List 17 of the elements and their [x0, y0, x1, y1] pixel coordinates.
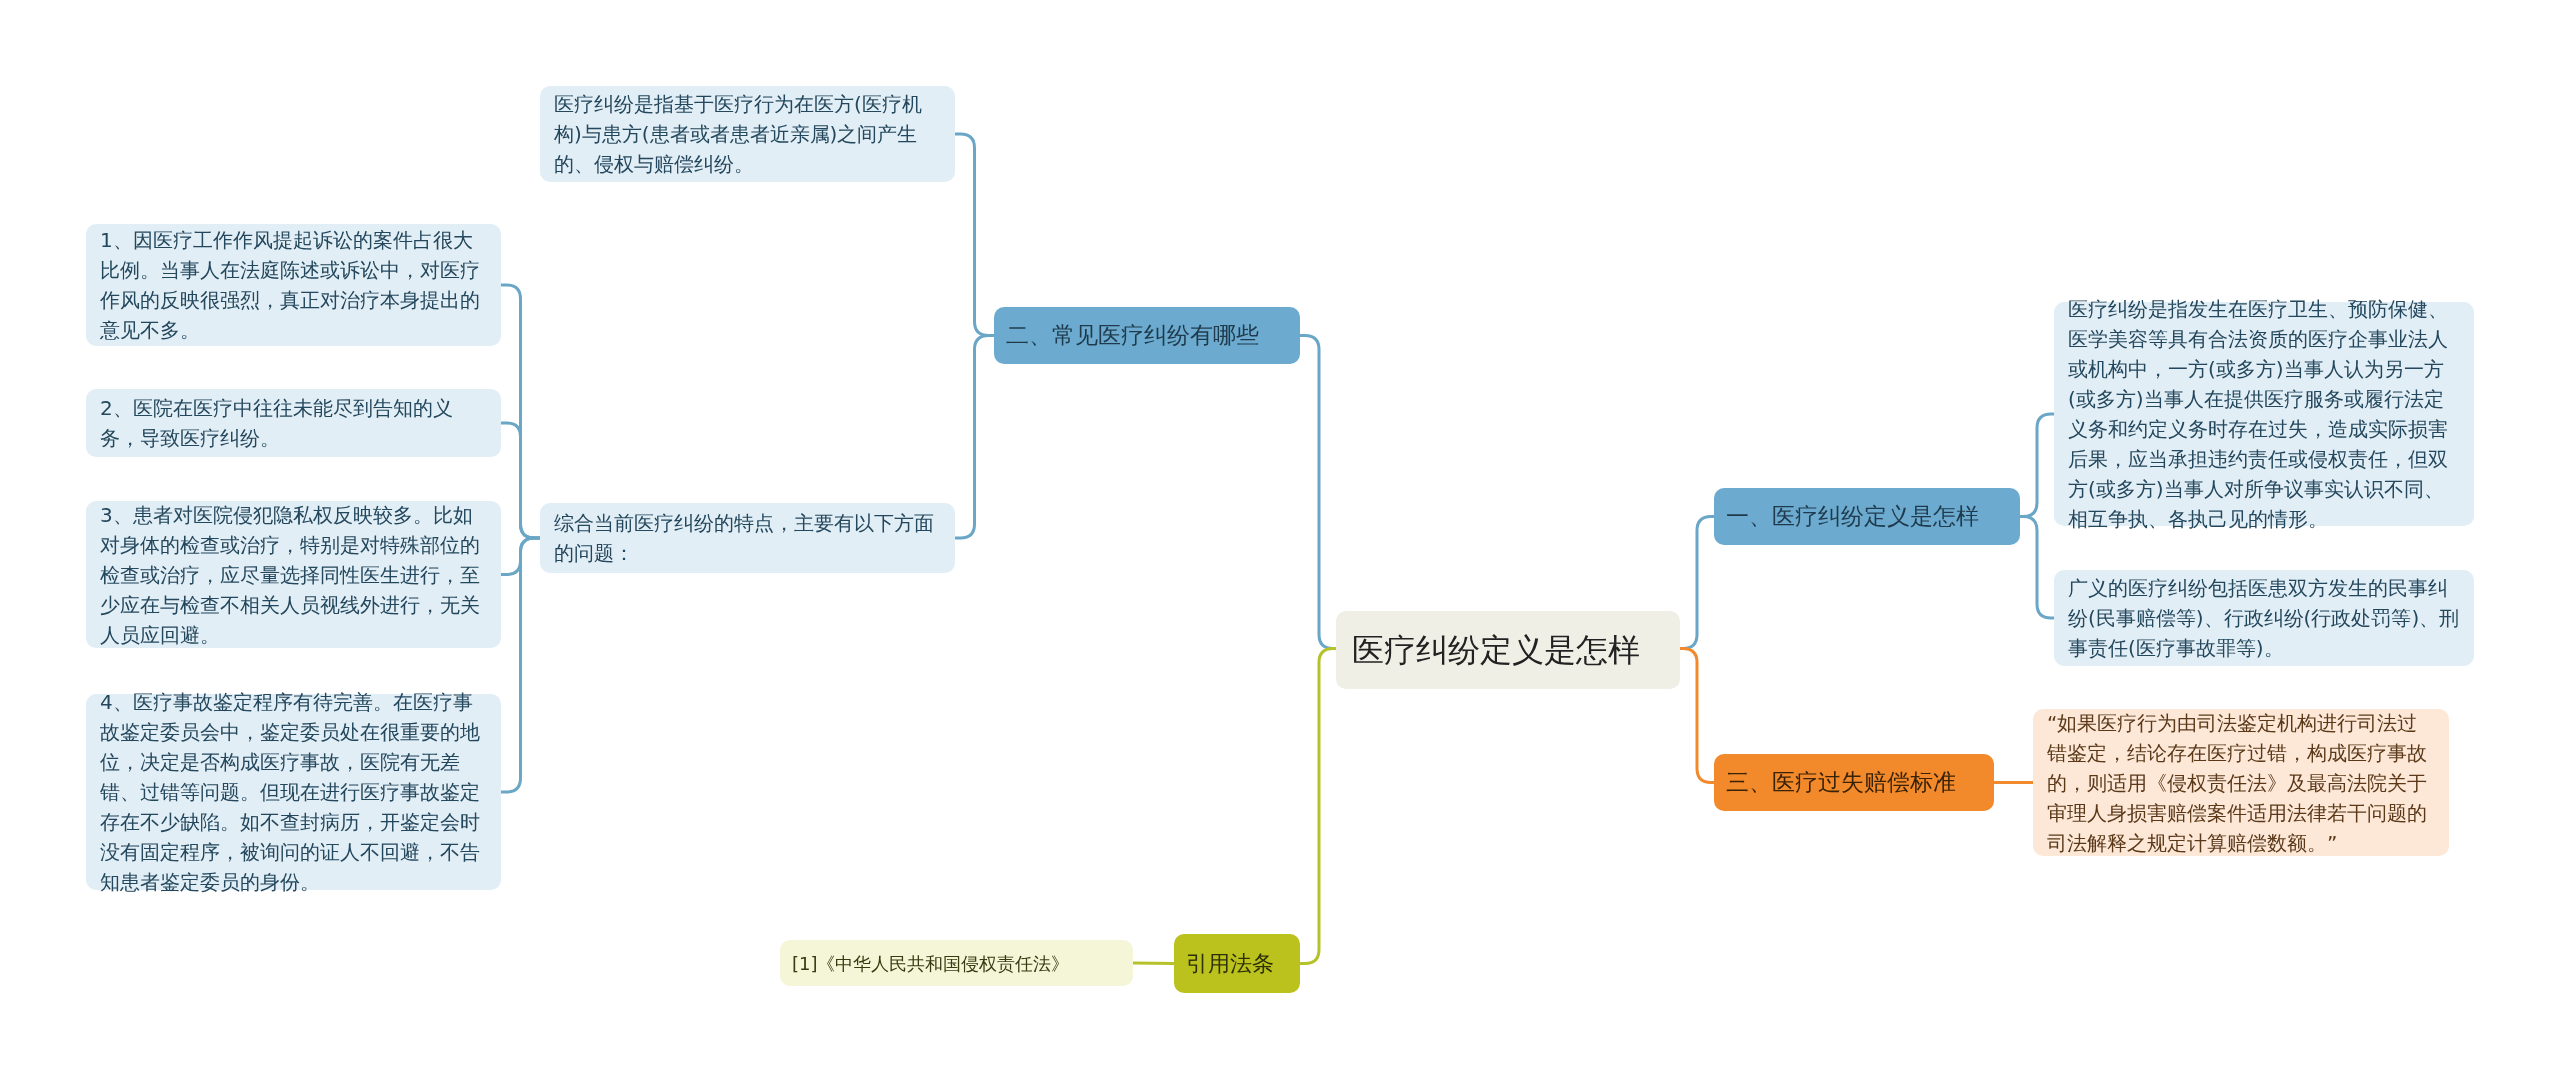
text-box: 医疗纠纷是指基于医疗行为在医方(医疗机构)与患方(患者或者患者近亲属)之间产生的、侵权与赔偿纠纷。	[540, 86, 955, 182]
text-box: 综合当前医疗纠纷的特点，主要有以下方面的问题：	[540, 503, 955, 573]
branch-box: 引用法条	[1174, 934, 1300, 993]
text-box: 4、医疗事故鉴定程序有待完善。在医疗事故鉴定委员会中，鉴定委员处在很重要的地位，决定是否构成医疗事故，医院有无差错、过错等问题。但现在进行医疗事故鉴定存在不少缺陷。如不查封病历，开鉴定会时没有固定程序，被询问的证人不回避，不告知患者鉴定委员的身份。	[86, 694, 501, 890]
text-box: 1、因医疗工作作风提起诉讼的案件占很大比例。当事人在法庭陈述或诉讼中，对医疗作风的反映很强烈，真正对治疗本身提出的意见不多。	[86, 224, 501, 346]
connector-line	[1994, 781, 2033, 784]
text-box: 2、医院在医疗中往往未能尽到告知的义务，导致医疗纠纷。	[86, 389, 501, 457]
text-box: “如果医疗行为由司法鉴定机构进行司法过错鉴定，结论存在医疗过错，构成医疗事故的，则适用《侵权责任法》及最高法院关于审理人身损害赔偿案件适用法律若干问题的司法解释之规定计算赔偿数额。”	[2033, 709, 2449, 856]
text-box: 广义的医疗纠纷包括医患双方发生的民事纠纷(民事赔偿等)、行政纠纷(行政处罚等)、刑事责任(医疗事故罪等)。	[2054, 570, 2474, 666]
connector-line	[1132, 961, 1175, 965]
connector-line	[1300, 646, 1336, 965]
branch-box: 二、常见医疗纠纷有哪些	[994, 307, 1300, 364]
text-box: [1]《中华人民共和国侵权责任法》	[780, 940, 1133, 986]
branch-box: 一、医疗纠纷定义是怎样	[1714, 488, 2020, 545]
topic-box: 医疗纠纷定义是怎样	[1336, 611, 1680, 689]
branch-box: 三、医疗过失赔偿标准	[1714, 754, 1994, 811]
text-box: 3、患者对医院侵犯隐私权反映较多。比如对身体的检查或治疗，特别是对特殊部位的检查或治疗，应尽量选择同性医生进行，至少应在与检查不相关人员视线外进行，无关人员应回避。	[86, 501, 501, 648]
